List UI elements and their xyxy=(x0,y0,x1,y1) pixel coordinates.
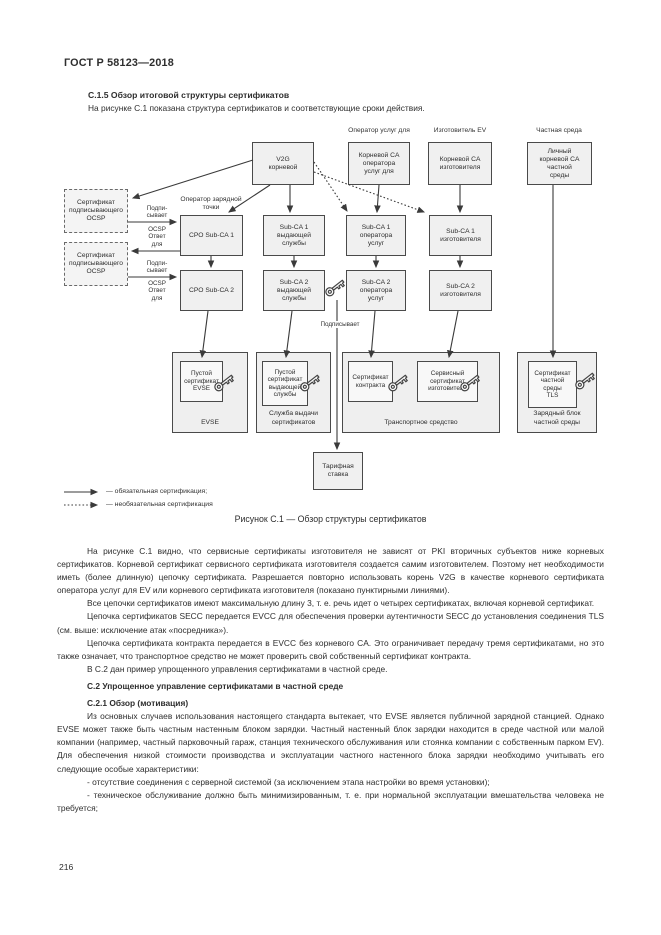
box-ocsp-signing-1: Сертификат подписывающего OCSP xyxy=(64,189,128,233)
box-private-tls-cert: Сертификат частной среды TLS xyxy=(528,361,577,408)
box-empty-evse-cert: Пустой сертификат EVSE xyxy=(180,361,223,402)
box-v2g-root: V2G корневой xyxy=(252,142,314,185)
key-icon xyxy=(322,274,348,300)
box-manufacturer-service-cert: Сервисный сертификат изготовителя xyxy=(417,361,478,402)
document-header: ГОСТ Р 58123—2018 xyxy=(64,57,174,69)
key-icon xyxy=(297,369,323,395)
legend-optional: — необязательная сертификация xyxy=(106,501,213,508)
figure-caption: Рисунок С.1 — Обзор структуры сертификат… xyxy=(234,514,427,524)
legend-mandatory: — обязательная сертификация; xyxy=(106,488,208,495)
box-ocsp-signing-2: Сертификат подписывающего OCSP xyxy=(64,242,128,286)
box-tariff: Тарифная ставка xyxy=(313,452,363,490)
box-private-root-ca: Личный корневой CA частной среды xyxy=(527,142,592,185)
label-private-charging-unit: Зарядный блок частной среды xyxy=(533,410,581,426)
key-icon xyxy=(572,367,598,393)
section-heading-c15: С.1.5 Обзор итоговой структуры сертифика… xyxy=(88,90,290,100)
label-vehicle: Транспортное средство xyxy=(384,419,458,426)
edge-label-ocsp-response: OCSP Ответ для xyxy=(148,226,166,248)
box-contract-cert: Сертификат контракта xyxy=(348,361,393,402)
box-cpo-sub-ca2: CPO Sub-CA 2 xyxy=(180,270,243,311)
section-intro: На рисунке С.1 показана структура сертиф… xyxy=(88,103,425,113)
paragraph: На рисунке С.1 видно, что сервисные серт… xyxy=(57,546,604,596)
list-item: - отсутствие соединения с серверной сист… xyxy=(87,776,490,787)
paragraph: Все цепочки сертификатов имеют максималь… xyxy=(87,598,595,609)
key-icon xyxy=(457,369,483,395)
paragraph: Из основных случаев использования настоя… xyxy=(57,711,604,774)
column-label-private-env: Частная среда xyxy=(536,127,582,134)
box-manufacturer-sub-ca1: Sub-CA 1 изготовителя xyxy=(429,215,492,256)
paragraph: Цепочка сертификатов SECC передается EVC… xyxy=(57,611,604,635)
label-cert-issuing-service: Служба выдачи сертификатов xyxy=(268,410,318,426)
box-operator-sub-ca1: Sub-CA 1 оператора услуг xyxy=(346,215,406,256)
section-heading-c21: С.2.1 Обзор (мотивация) xyxy=(87,698,189,709)
key-icon xyxy=(385,369,411,395)
column-label-charge-point-operator: Оператор зарядной точки xyxy=(180,196,242,211)
edge-label-signs: Подпи- сывает xyxy=(146,205,168,220)
paragraph: В С.2 дан пример упрощенного управления … xyxy=(87,663,388,674)
box-manufacturer-sub-ca2: Sub-CA 2 изготовителя xyxy=(429,270,492,311)
box-root-ca-manufacturer: Корневой CA изготовителя xyxy=(428,142,492,185)
list-item: - техническое обслуживание должно быть м… xyxy=(57,789,604,813)
box-issuing-sub-ca2: Sub-CA 2 выдающей службы xyxy=(263,270,325,311)
key-icon xyxy=(211,369,237,395)
paragraph: Цепочка сертификата контракта передается… xyxy=(57,637,604,661)
box-issuing-sub-ca1: Sub-CA 1 выдающей службы xyxy=(263,215,325,256)
box-cpo-sub-ca1: CPO Sub-CA 1 xyxy=(180,215,243,256)
edge-label-signs-tariff: Подписывает xyxy=(312,321,368,329)
label-evse: EVSE xyxy=(201,419,219,426)
page-number: 216 xyxy=(59,862,74,872)
column-label-service-operator: Оператор услуг для xyxy=(348,127,410,134)
section-heading-c2: С.2 Упрощенное управление сертификатами … xyxy=(87,680,344,691)
body-text: На рисунке С.1 видно, что сервисные серт… xyxy=(57,545,604,815)
box-operator-sub-ca2: Sub-CA 2 оператора услуг xyxy=(346,270,406,311)
edge-label-signs: Подпи- сывает xyxy=(146,260,168,275)
box-root-ca-operator: Корневой CA оператора услуг для xyxy=(348,142,410,185)
edge-label-ocsp-response: OCSP Ответ для xyxy=(148,280,166,302)
column-label-ev-manufacturer: Изготовитель EV xyxy=(433,127,487,134)
